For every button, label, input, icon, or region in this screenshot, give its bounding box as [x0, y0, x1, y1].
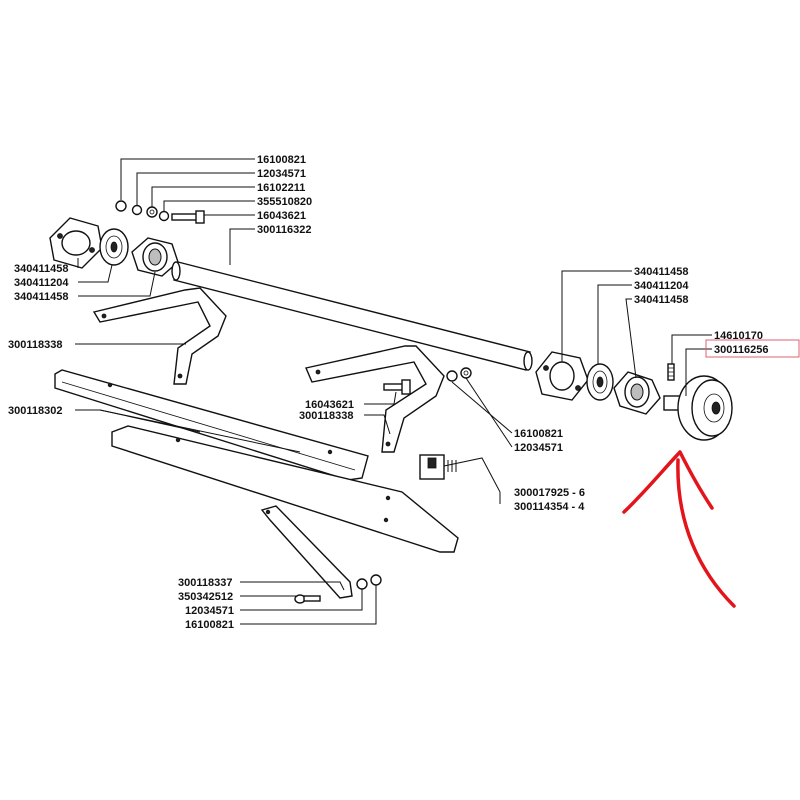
label-300114354: 300114354 - 4	[514, 501, 585, 513]
angle-bar-lower	[111, 425, 459, 553]
label-300118337: 300118337	[178, 577, 232, 589]
label-16043621-top: 16043621	[257, 210, 306, 222]
shaft-300116322	[171, 261, 533, 371]
bolt-350342512	[294, 594, 321, 604]
bracket-left	[92, 287, 227, 385]
label-340411458-right-1: 340411458	[634, 266, 688, 278]
label-12034571-mid: 12034571	[514, 442, 563, 454]
flange-right-inner	[613, 371, 661, 415]
label-16100821-mid: 16100821	[514, 428, 563, 440]
nut-16100821	[115, 200, 127, 212]
label-16100821-top: 16100821	[257, 154, 306, 166]
label-300118338-mid: 300118338	[299, 410, 353, 422]
bearing-left	[99, 228, 129, 266]
label-16043621-mid: 16043621	[305, 399, 354, 411]
washer-mid-1	[446, 370, 458, 382]
bearing-right	[586, 363, 614, 401]
washer-lower-2	[370, 574, 382, 586]
label-300116322: 300116322	[257, 224, 311, 236]
label-340411204-left: 340411204	[14, 277, 69, 289]
leader-lines	[75, 158, 712, 625]
label-14610170: 14610170	[714, 330, 763, 342]
label-16100821-bottom: 16100821	[185, 619, 234, 631]
flange-left-outer	[49, 217, 103, 269]
washer-12034571	[131, 204, 143, 216]
arrow-head	[622, 450, 714, 514]
highlight-frame	[705, 339, 800, 358]
bracket-middle	[305, 345, 445, 453]
bolt-16043621-top	[171, 210, 205, 224]
label-340411458-left-2: 340411458	[14, 291, 68, 303]
label-12034571-bottom: 12034571	[185, 605, 234, 617]
washer-lower-1	[356, 578, 368, 590]
label-340411204-right: 340411204	[634, 280, 689, 292]
label-300116256: 300116256	[714, 344, 768, 356]
label-300118302: 300118302	[8, 405, 62, 417]
washer-mid-2	[460, 367, 472, 379]
washer-16102211	[146, 206, 158, 218]
strut-lower	[260, 505, 353, 599]
label-340411458-left-1: 340411458	[14, 263, 68, 275]
bolt-16043621-mid	[383, 379, 411, 395]
label-340411458-right-2: 340411458	[634, 294, 688, 306]
label-12034571-top: 12034571	[257, 168, 306, 180]
label-300118338-left: 300118338	[8, 339, 62, 351]
pulley-300116256	[663, 375, 733, 441]
label-300017925: 300017925 - 6	[514, 487, 585, 499]
key-14610170	[667, 363, 675, 381]
clip-300017925	[419, 454, 445, 480]
flange-right-outer	[535, 351, 589, 401]
part-labels: 16100821 12034571 16102211 355510820 160…	[8, 154, 768, 631]
red-arrow-pointer	[622, 450, 736, 608]
flange-left-inner	[131, 237, 179, 277]
angle-bar-upper	[54, 369, 369, 481]
label-355510820: 355510820	[257, 196, 312, 208]
label-350342512: 350342512	[178, 591, 233, 603]
washer-355510820	[158, 210, 170, 222]
label-16102211: 16102211	[257, 182, 305, 194]
